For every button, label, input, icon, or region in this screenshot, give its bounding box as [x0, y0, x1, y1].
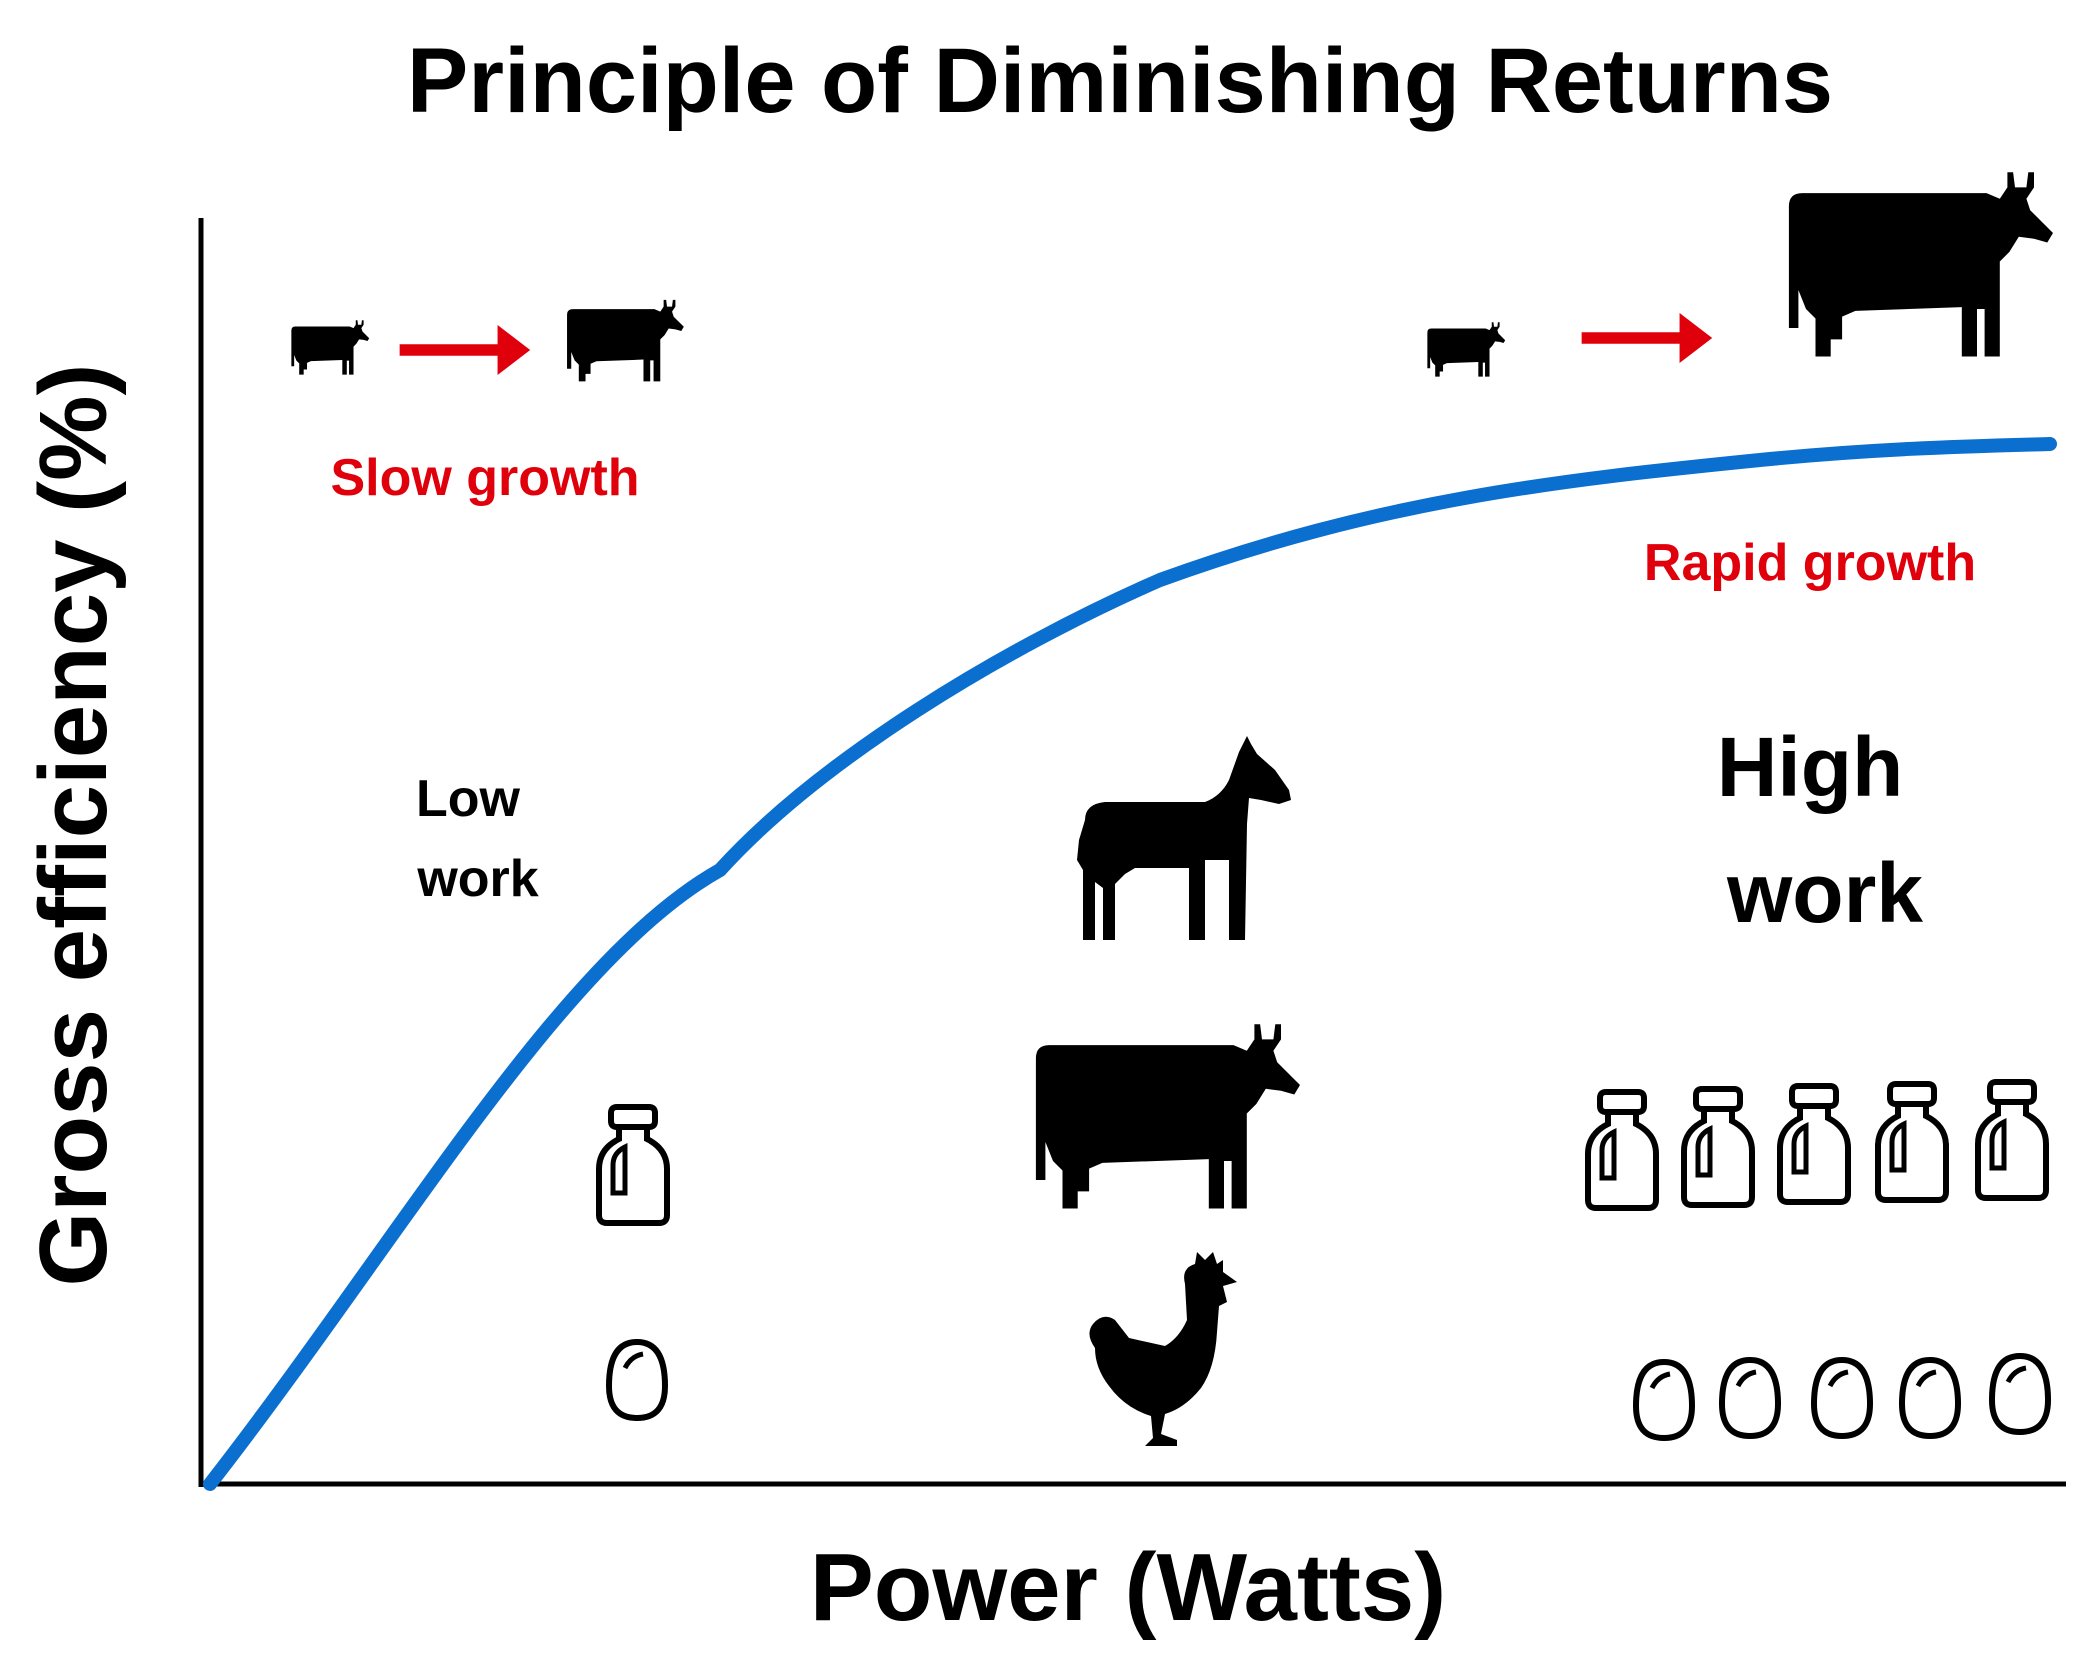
- y-axis-label: Gross efficiency (%): [20, 364, 127, 1287]
- low-work-label-line1: Low: [416, 770, 521, 828]
- low-work-label-line2: work: [416, 850, 538, 908]
- milk-bottle-icon: [1878, 1084, 1946, 1200]
- milk-bottle-icon: [599, 1107, 667, 1223]
- egg-icon: [1636, 1362, 1692, 1438]
- slow-growth-label: Slow growth: [330, 449, 639, 507]
- milk-bottle-icon: [1978, 1082, 2046, 1198]
- milk-bottle-icon: [1684, 1089, 1752, 1205]
- milk-bottle-icon: [1588, 1092, 1656, 1208]
- high-work-label-line2: work: [1726, 846, 1923, 940]
- red-arrow-icon: [399, 325, 531, 375]
- rapid-growth-label: Rapid growth: [1644, 534, 1976, 592]
- efficiency-curve: [203, 437, 2057, 1491]
- small-calf-icon: [1427, 322, 1506, 377]
- small-calf-icon: [291, 320, 370, 375]
- cow-icon: [1035, 1024, 1300, 1209]
- chart-title: Principle of Diminishing Returns: [407, 30, 1833, 132]
- chicken-icon: [1089, 1252, 1237, 1446]
- egg-icon: [1722, 1360, 1778, 1436]
- egg-icon: [1814, 1360, 1870, 1436]
- cow-icon: [1788, 172, 2053, 357]
- egg-icon: [1992, 1356, 2048, 1432]
- milk-bottle-icon: [1780, 1086, 1848, 1202]
- red-arrow-icon: [1581, 313, 1713, 363]
- egg-icon: [1902, 1360, 1958, 1436]
- horse-icon: [1077, 736, 1291, 940]
- high-work-label-line1: High: [1717, 720, 1904, 814]
- egg-icon: [609, 1342, 665, 1418]
- calf-icon: [567, 299, 684, 382]
- x-axis-label: Power (Watts): [810, 1534, 1446, 1641]
